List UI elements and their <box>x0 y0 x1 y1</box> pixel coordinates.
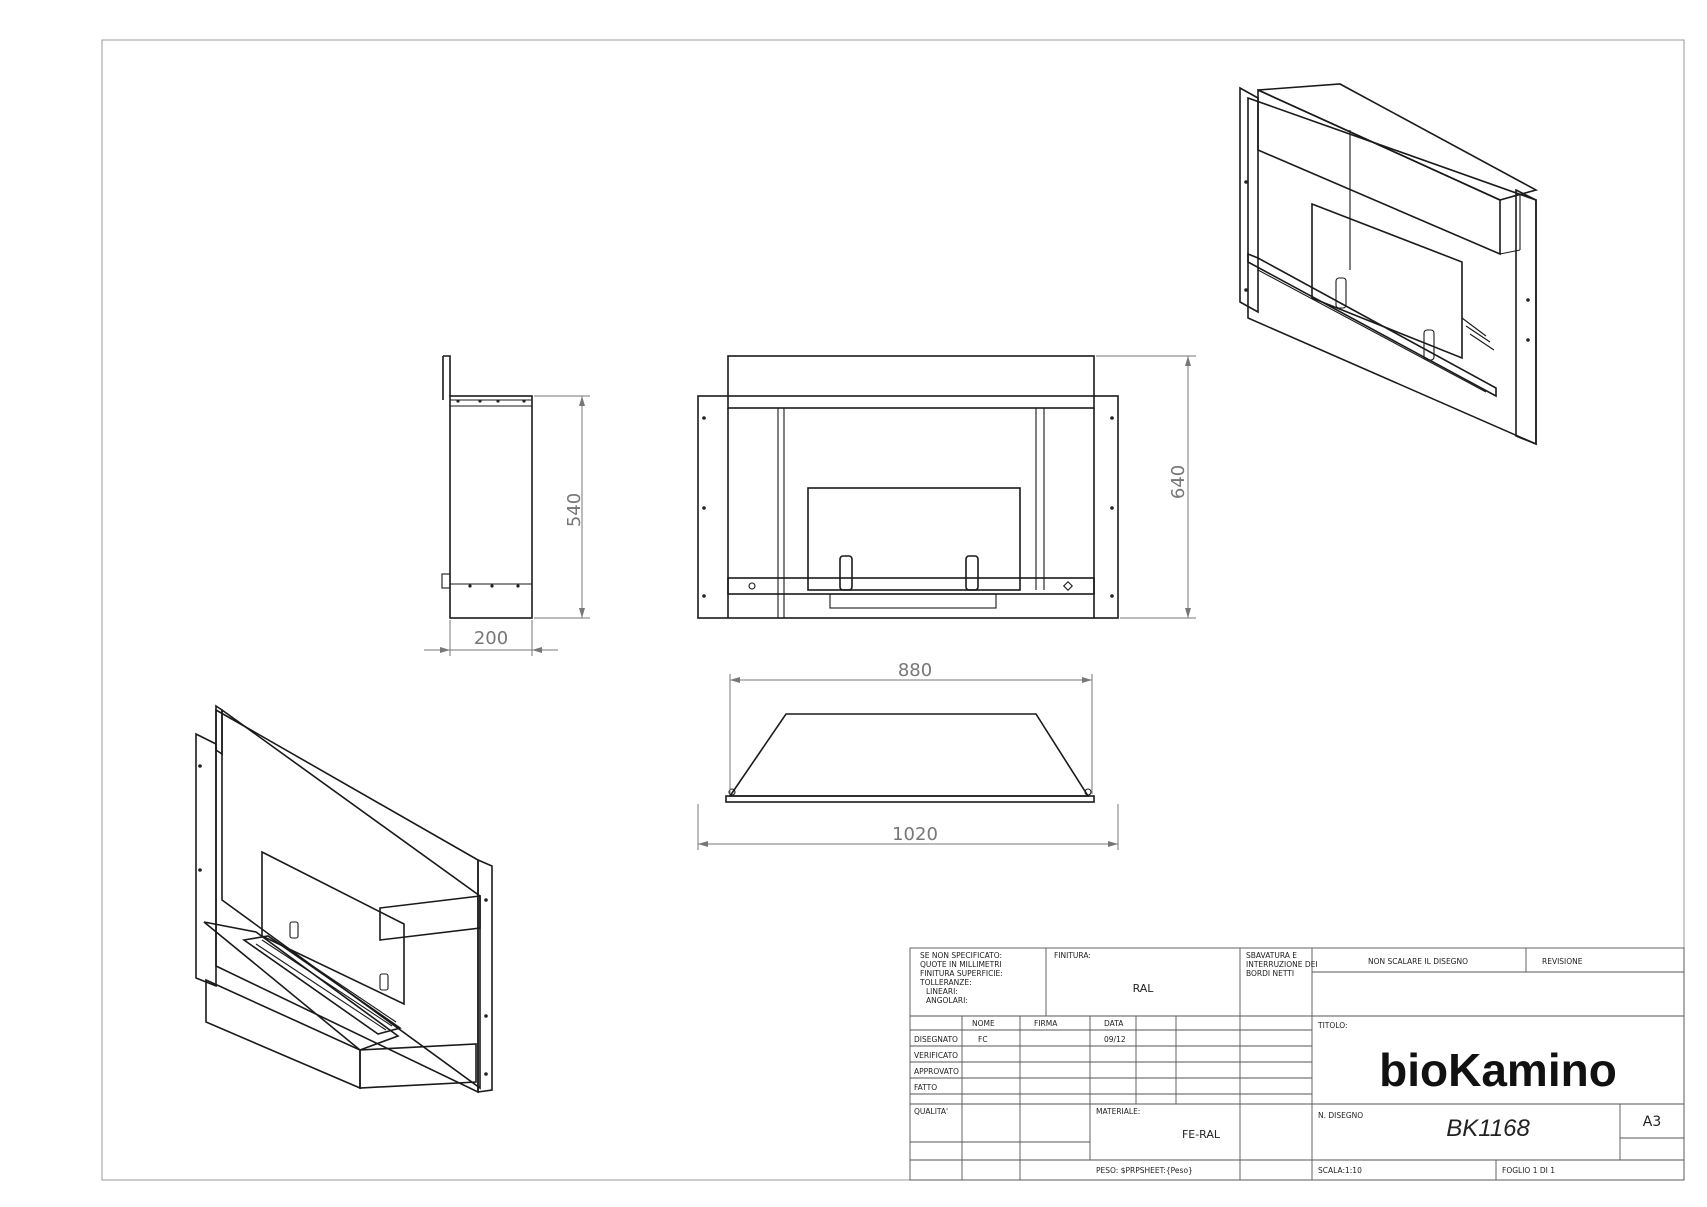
title-block: SE NON SPECIFICATO: QUOTE IN MILLIMETRI … <box>909 947 1685 1181</box>
dimension-overall-width: 1020 <box>697 804 1119 850</box>
deburr-line-2: INTERRUZIONE DEI <box>1246 960 1318 969</box>
note-line-1: SE NON SPECIFICATO: <box>920 951 1002 960</box>
row-label-disegnato: DISEGNATO <box>914 1035 958 1044</box>
row-label-qualita: QUALITA' <box>914 1107 948 1116</box>
iso-view-front <box>1239 83 1539 446</box>
front-height-label: 640 <box>1168 465 1189 499</box>
drawing-title: bioKamino <box>1379 1044 1617 1096</box>
col-firma: FIRMA <box>1034 1019 1058 1028</box>
finitura-label: FINITURA: <box>1054 951 1091 960</box>
note-line-6: ANGOLARI: <box>926 996 968 1005</box>
materiale-value: FE-RAL <box>1182 1128 1221 1141</box>
no-scale-note: NON SCALARE IL DISEGNO <box>1368 957 1468 966</box>
row-label-approvato: APPROVATO <box>914 1067 959 1076</box>
front-view <box>697 355 1119 619</box>
titolo-label: TITOLO: <box>1317 1021 1348 1030</box>
row-label-fatto: FATTO <box>914 1083 937 1092</box>
dimension-front-height: 640 <box>1096 355 1196 619</box>
col-data: DATA <box>1104 1019 1124 1028</box>
deburr-line-1: SBAVATURA E <box>1246 951 1297 960</box>
dimension-side-height: 540 <box>534 395 590 619</box>
sheet-border <box>101 39 1685 1181</box>
iso-view-back <box>195 704 493 1094</box>
top-view <box>725 713 1095 803</box>
row-data-disegnato: 09/12 <box>1104 1035 1126 1044</box>
row-nome-disegnato: FC <box>978 1035 988 1044</box>
note-line-5: LINEARI: <box>926 987 958 996</box>
side-height-label: 540 <box>564 493 585 527</box>
scala-field: SCALA:1:10 <box>1318 1166 1362 1175</box>
overall-width-label: 1020 <box>892 824 938 845</box>
peso-field: PESO: $PRPSHEET:{Peso} <box>1096 1166 1193 1175</box>
dimension-top-width: 880 <box>729 660 1093 794</box>
finitura-value: RAL <box>1133 982 1155 995</box>
drawing-number: BK1168 <box>1446 1115 1530 1142</box>
disegno-label: N. DISEGNO <box>1318 1111 1363 1120</box>
side-depth-label: 200 <box>474 628 508 649</box>
dimension-side-depth: 200 <box>424 620 558 656</box>
foglio-field: FOGLIO 1 DI 1 <box>1502 1166 1555 1175</box>
note-line-3: FINITURA SUPERFICIE: <box>920 969 1003 978</box>
side-view <box>441 355 533 619</box>
revision-label: REVISIONE <box>1542 957 1583 966</box>
materiale-label: MATERIALE: <box>1096 1107 1140 1116</box>
row-label-verificato: VERIFICATO <box>914 1051 958 1060</box>
sheet-size: A3 <box>1643 1114 1661 1130</box>
note-line-2: QUOTE IN MILLIMETRI <box>920 960 1002 969</box>
note-line-4: TOLLERANZE: <box>919 978 972 987</box>
col-nome: NOME <box>972 1019 995 1028</box>
top-width-label: 880 <box>898 660 932 681</box>
deburr-line-3: BORDI NETTI <box>1246 969 1294 978</box>
